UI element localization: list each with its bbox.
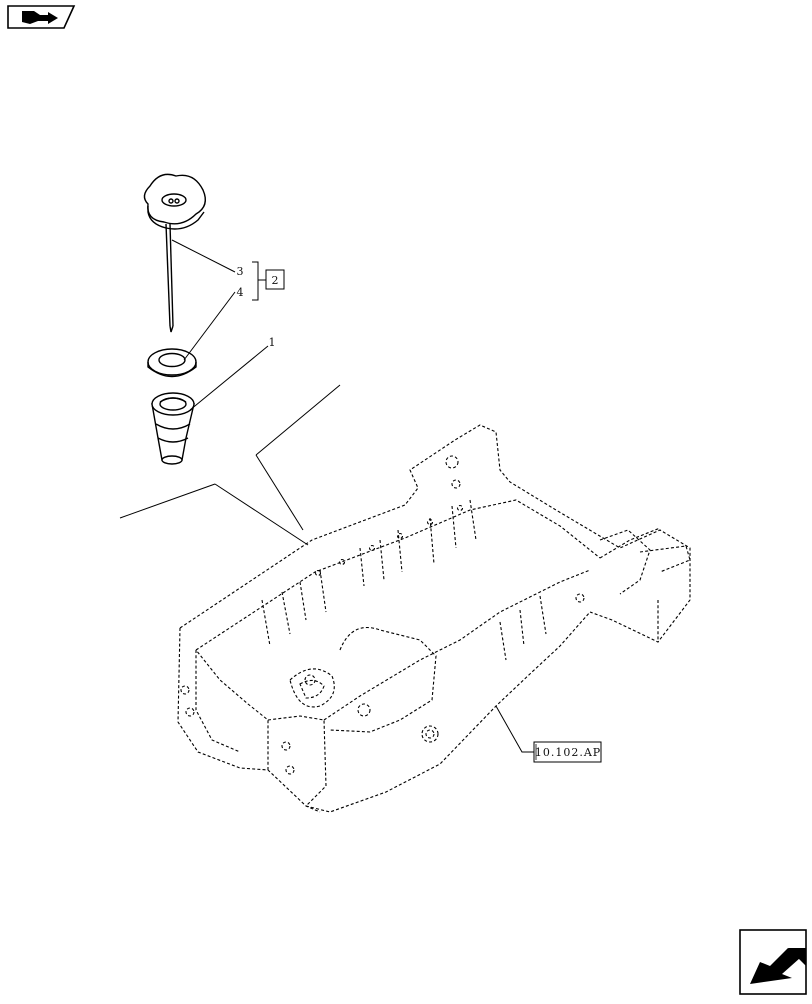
filler-tube [151, 392, 195, 465]
reference-code-box[interactable] [533, 741, 602, 763]
callout-kit-2: 2 [272, 274, 279, 287]
callout-part-3: 3 [237, 265, 244, 278]
dipstick-rod [165, 223, 174, 333]
kit-box-2 [265, 269, 285, 290]
leader-lines [119, 239, 534, 753]
seal-washer [147, 348, 197, 378]
book-forward-icon[interactable] [7, 5, 76, 29]
callout-part-1: 1 [269, 336, 276, 349]
oil-sump-housing [177, 424, 691, 813]
callout-part-4: 4 [237, 286, 244, 299]
dipstick-cap [143, 173, 206, 230]
next-page-arrow-icon[interactable] [739, 929, 807, 995]
reference-code-label: 10.102.AP [535, 746, 601, 759]
